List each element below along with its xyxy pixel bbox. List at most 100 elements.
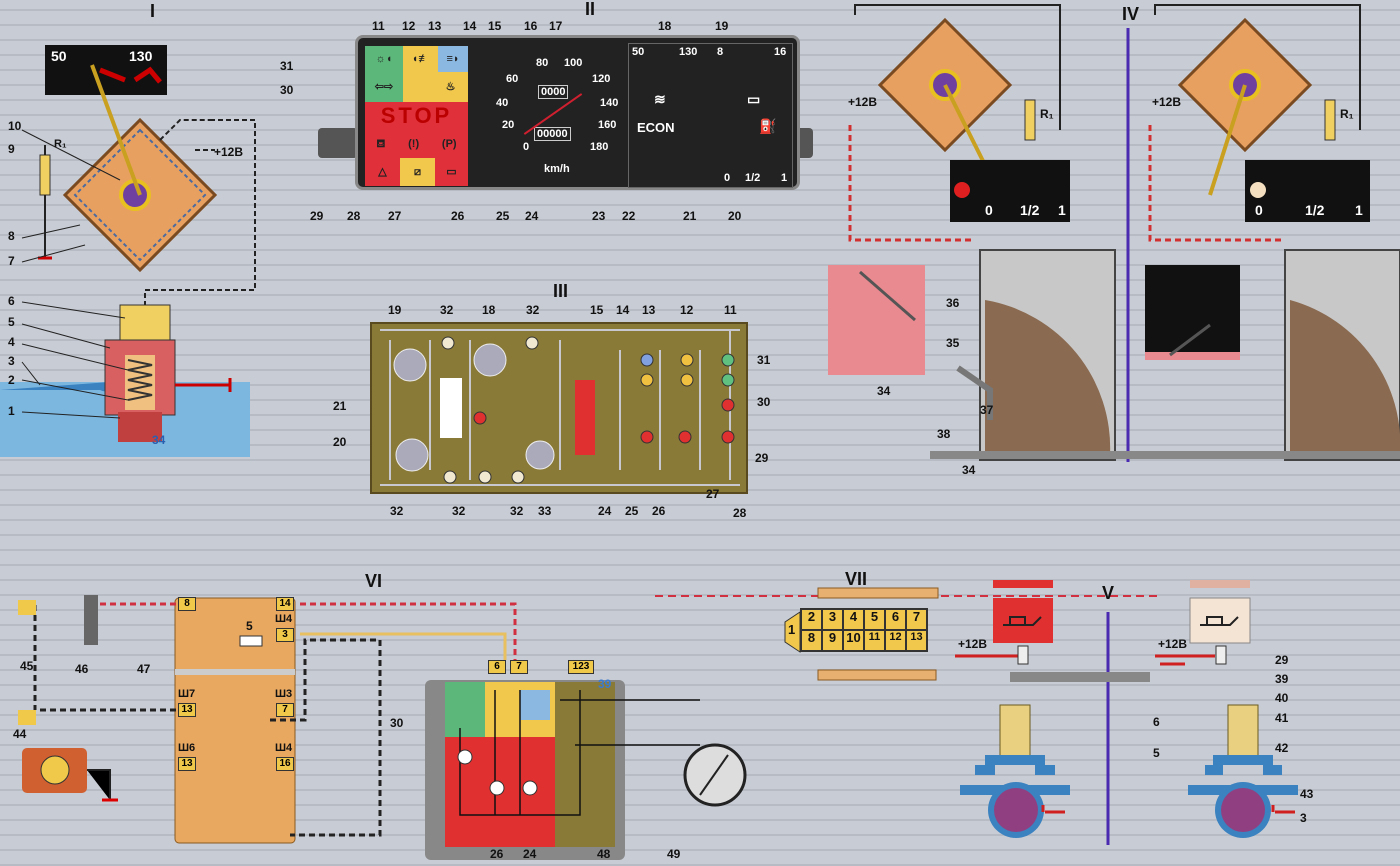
- callout-2: 2: [8, 373, 15, 387]
- callout-18: 18: [482, 303, 496, 317]
- gauge-min: 50: [51, 48, 67, 64]
- connector-pin: 7: [906, 609, 927, 630]
- fog-light-indicator: ◖≢: [403, 46, 438, 72]
- callout-19: 19: [388, 303, 402, 317]
- callout-24: 24: [525, 209, 539, 223]
- callout-32: 32: [390, 504, 404, 518]
- callout-22: 22: [622, 209, 636, 223]
- volt-gauge-max: 16: [774, 46, 787, 58]
- gauge-panel: 50 130 8 16 ≋ ▭ ECON ⛽ 0 1/2 1: [628, 43, 793, 188]
- connector-pin: 6: [885, 609, 906, 630]
- callout-14: 14: [616, 303, 630, 317]
- section-label: V: [1102, 583, 1115, 603]
- brake-warning-icon: (!): [408, 137, 420, 150]
- fuel-scale-half: 1/2: [1020, 202, 1040, 218]
- parking-brake-icon: (P): [441, 137, 457, 150]
- callout-17: 17: [549, 19, 563, 33]
- voltage-label: +12B: [1158, 637, 1188, 651]
- callout-28: 28: [347, 209, 361, 223]
- callout-43: 43: [1300, 787, 1314, 801]
- pin-14: 14: [276, 597, 294, 611]
- callout-19: 19: [715, 19, 729, 33]
- connector-pin: 5: [864, 609, 885, 630]
- callout-13: 13: [428, 19, 442, 33]
- callout-48: 48: [597, 847, 611, 861]
- socket-sh7: Ш7: [178, 688, 196, 700]
- callout-13: 13: [642, 303, 656, 317]
- tick-80: 80: [536, 57, 549, 69]
- resistor-label: R₁: [1340, 107, 1354, 121]
- section-label: VI: [365, 571, 383, 591]
- battery-indicator: ▭: [435, 158, 468, 186]
- tick-60: 60: [506, 73, 519, 85]
- callout-7: 7: [8, 254, 15, 268]
- callout-5: 5: [1153, 746, 1160, 760]
- fuel-scale-0: 0: [1255, 202, 1263, 218]
- callout-32: 32: [510, 504, 524, 518]
- coolant-temp-icon: ≋: [654, 91, 666, 107]
- callout-9: 9: [8, 142, 15, 156]
- callout-41: 41: [1275, 711, 1289, 725]
- callout-32: 32: [440, 303, 454, 317]
- callout-38: 38: [937, 427, 951, 441]
- callout-34: 34: [962, 463, 976, 477]
- connector-block: 2 3 4 5 6 7 8 9 10 11 12 13: [800, 608, 928, 652]
- stop-indicator: STOP: [365, 102, 468, 130]
- callout-39: 39: [1275, 672, 1289, 686]
- callout-32: 32: [526, 303, 540, 317]
- board-ref: 34: [152, 433, 166, 447]
- callout-27: 27: [388, 209, 402, 223]
- fuel-scale-half: 1/2: [745, 172, 761, 184]
- resistor-label: R₁: [54, 138, 67, 150]
- callout-26: 26: [451, 209, 465, 223]
- callout-47: 47: [137, 662, 151, 676]
- callout-21: 21: [683, 209, 697, 223]
- callout-30: 30: [280, 83, 294, 97]
- voltage-label: +12B: [958, 637, 988, 651]
- warning-row-1: ⛾(!)(P): [365, 130, 468, 158]
- volt-gauge-min: 8: [717, 46, 724, 58]
- trip-odometer: 0000: [538, 85, 569, 100]
- callout-46: 46: [75, 662, 89, 676]
- callout-49: 49: [667, 847, 681, 861]
- tick-180: 180: [590, 141, 609, 153]
- fuel-scale-full: 1: [781, 172, 788, 184]
- tick-160: 160: [598, 119, 617, 131]
- callout-34: 34: [877, 384, 891, 398]
- callout-1: 1: [8, 404, 15, 418]
- callout-24: 24: [598, 504, 612, 518]
- callout-6: 6: [1153, 715, 1160, 729]
- callout-33: 33: [538, 504, 552, 518]
- hazard-indicator: △: [365, 158, 400, 186]
- callout-24: 24: [523, 847, 537, 861]
- pin-7: 7: [276, 703, 294, 717]
- callout-30: 30: [757, 395, 771, 409]
- socket-sh4: Ш4: [275, 613, 293, 625]
- section-label: II: [585, 0, 596, 19]
- connector-pin: 4: [843, 609, 864, 630]
- callout-30: 30: [390, 716, 404, 730]
- section-label: IV: [1122, 4, 1140, 24]
- connector-pin: 10: [843, 630, 864, 651]
- callout-37: 37: [980, 403, 994, 417]
- callout-27: 27: [706, 487, 720, 501]
- gauge-max: 130: [129, 48, 153, 64]
- section-label: VII: [845, 569, 868, 589]
- voltage-label: +12B: [214, 145, 244, 159]
- callout-42: 42: [1275, 741, 1289, 755]
- tick-120: 120: [592, 73, 611, 85]
- callout-28: 28: [733, 506, 747, 520]
- callout-29: 29: [1275, 653, 1289, 667]
- callout-10: 10: [8, 119, 22, 133]
- pin-8: 8: [178, 597, 196, 611]
- fuel-scale-full: 1: [1058, 202, 1066, 218]
- callout-40: 40: [1275, 691, 1289, 705]
- callout-26: 26: [490, 847, 504, 861]
- callout-15: 15: [590, 303, 604, 317]
- voltage-label: +12B: [848, 95, 878, 109]
- connector-pin: 2: [801, 609, 822, 630]
